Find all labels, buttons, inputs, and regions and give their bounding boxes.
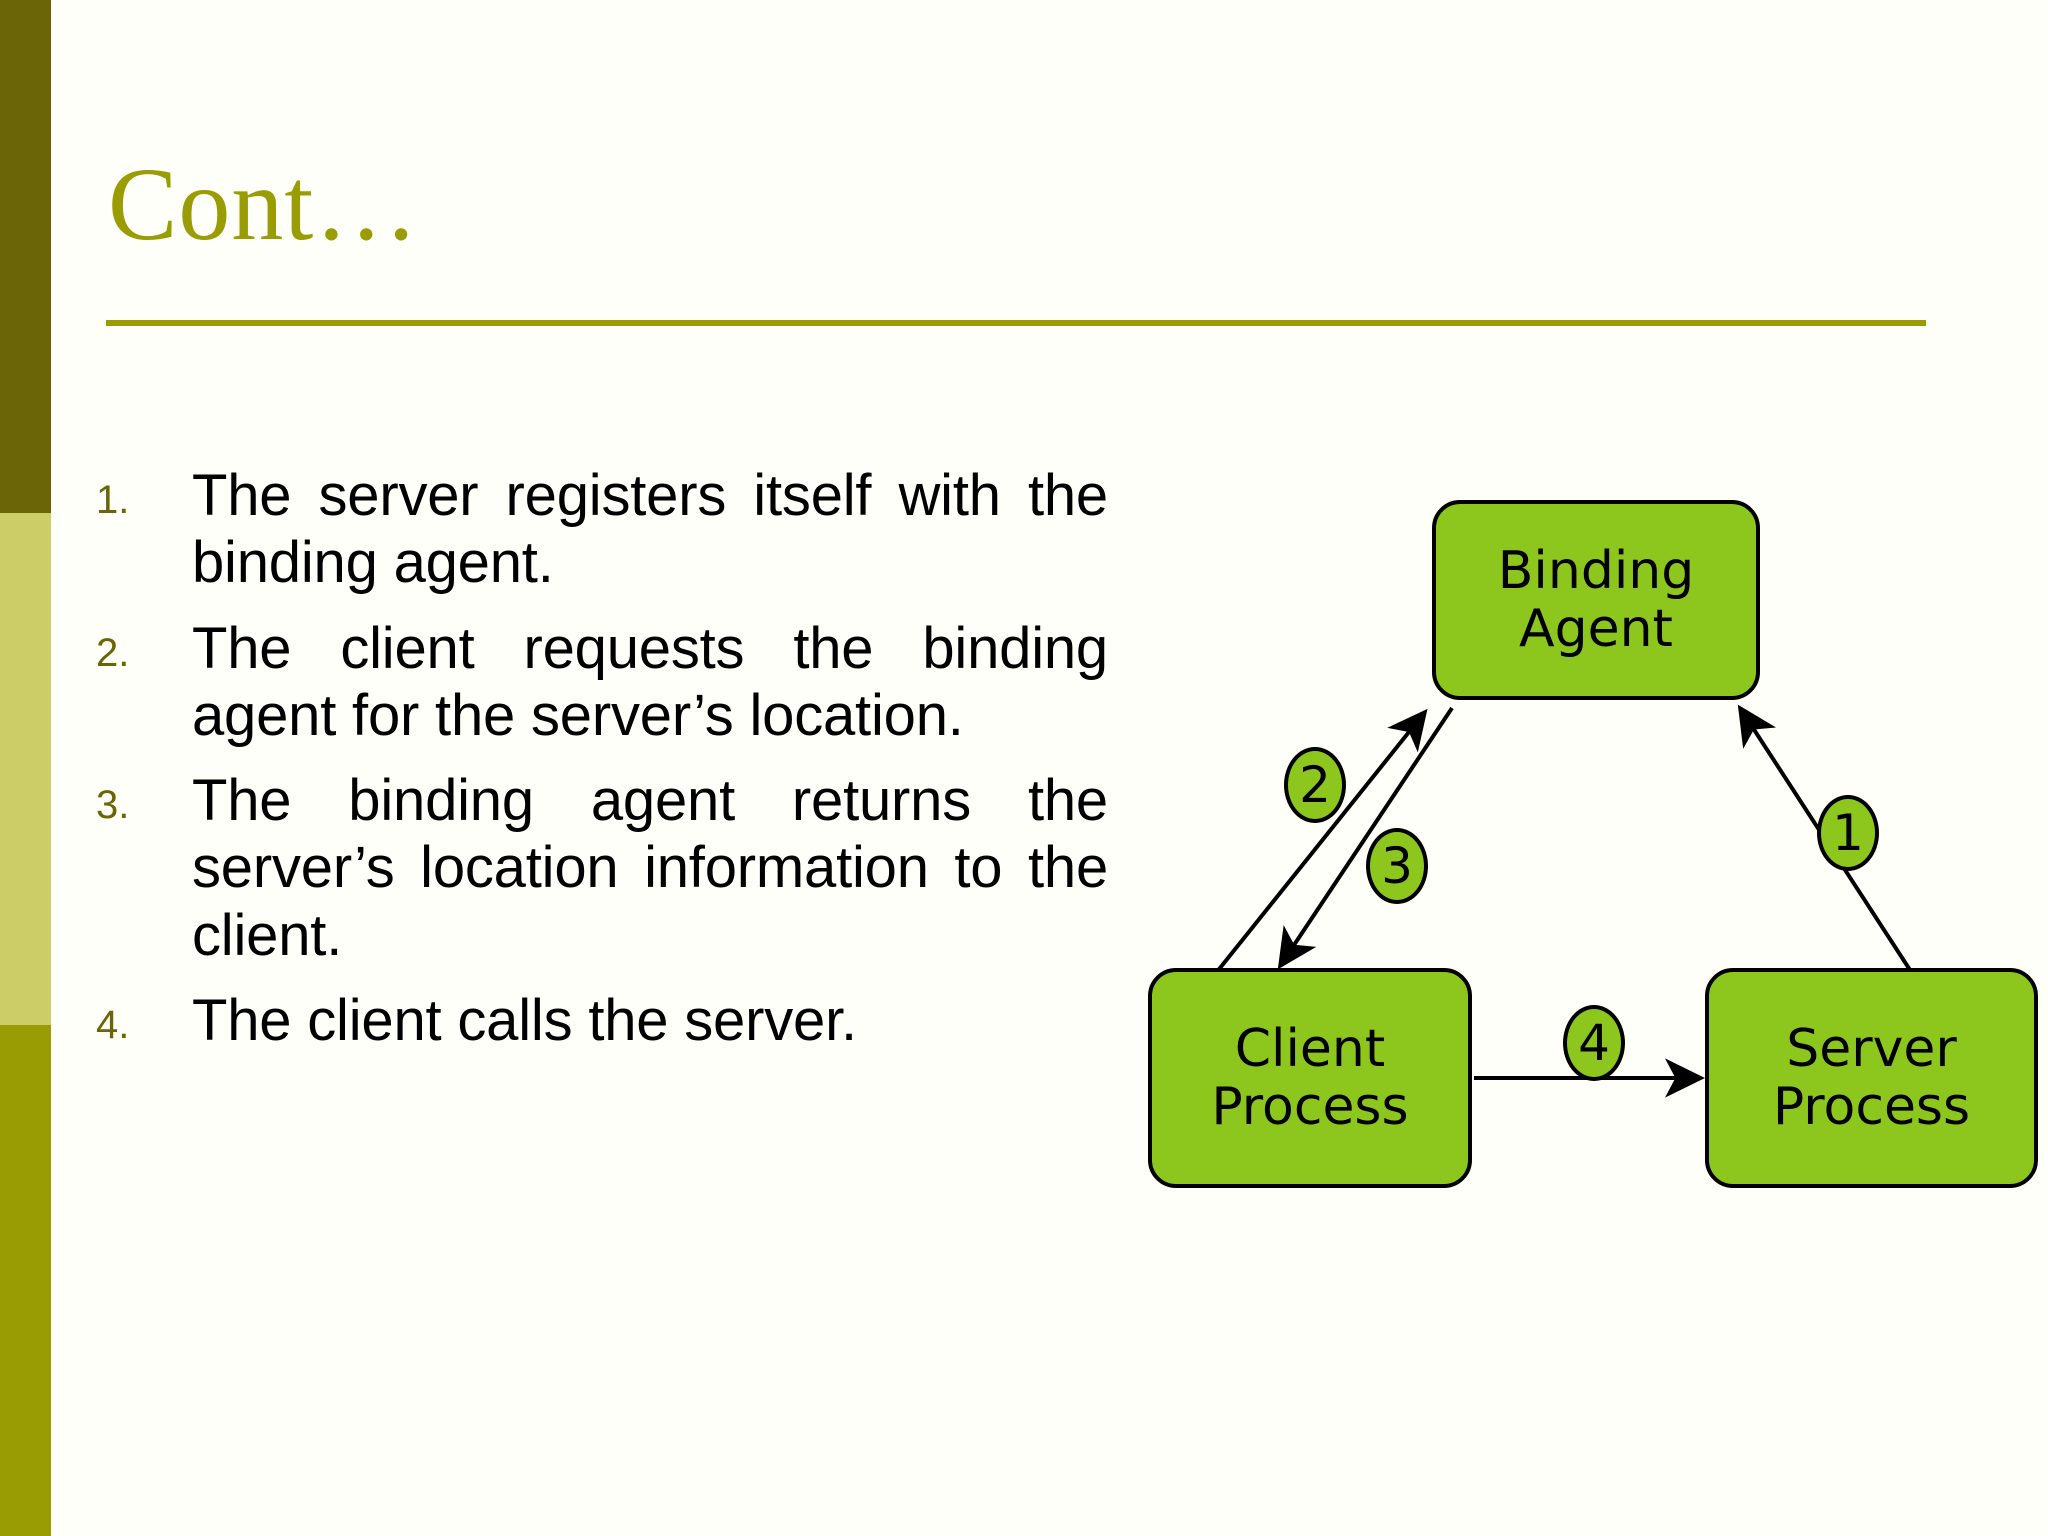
- step-badge-1: 1: [1817, 795, 1879, 871]
- node-binding-agent-line1: Binding: [1497, 540, 1695, 601]
- sidebar-band-middle: [0, 513, 51, 1025]
- list-item-text: The binding agent returns the server’s l…: [192, 768, 1108, 968]
- list-item-number: 2.: [96, 630, 130, 675]
- sidebar-decoration: [0, 0, 51, 1536]
- step-badge-2: 2: [1284, 747, 1346, 823]
- node-server-process: Server Process: [1705, 968, 2038, 1188]
- step-badge-4: 4: [1563, 1005, 1625, 1081]
- rpc-binding-diagram: Binding Agent Client Process Server Proc…: [1100, 440, 2048, 1240]
- title-underline-rule: [106, 320, 1926, 326]
- node-server-process-line1: Server: [1786, 1018, 1957, 1079]
- list-item: 4. The client calls the server.: [96, 987, 1108, 1054]
- step-badge-3: 3: [1366, 828, 1428, 904]
- node-binding-agent-line2: Agent: [1519, 599, 1673, 659]
- node-client-process-line2: Process: [1211, 1077, 1409, 1137]
- list-item: 1. The server registers itself with the …: [96, 462, 1108, 597]
- list-item-number: 1.: [96, 478, 130, 522]
- list-item: 2. The client requests the binding agent…: [96, 615, 1108, 750]
- arrow-3-binding-agent-to-client: [1277, 706, 1454, 970]
- list-item-text: The client requests the binding agent fo…: [192, 615, 1108, 748]
- node-server-process-line2: Process: [1772, 1077, 1971, 1137]
- list-item: 3. The binding agent returns the server’…: [96, 767, 1108, 969]
- numbered-list: 1. The server registers itself with the …: [96, 462, 1108, 1072]
- node-client-process-line1: Client: [1234, 1018, 1386, 1079]
- list-item-text: The client calls the server.: [192, 987, 857, 1053]
- page-title: Cont…: [108, 147, 420, 262]
- list-item-number: 3.: [96, 783, 130, 828]
- list-item-text: The server registers itself with the bin…: [192, 463, 1108, 596]
- sidebar-band-top: [0, 0, 51, 513]
- list-item-number: 4.: [96, 1002, 130, 1047]
- sidebar-band-bottom: [0, 1025, 51, 1536]
- node-client-process: Client Process: [1148, 968, 1472, 1188]
- node-binding-agent: Binding Agent: [1432, 500, 1760, 700]
- arrow-2-client-to-binding-agent: [1214, 708, 1428, 975]
